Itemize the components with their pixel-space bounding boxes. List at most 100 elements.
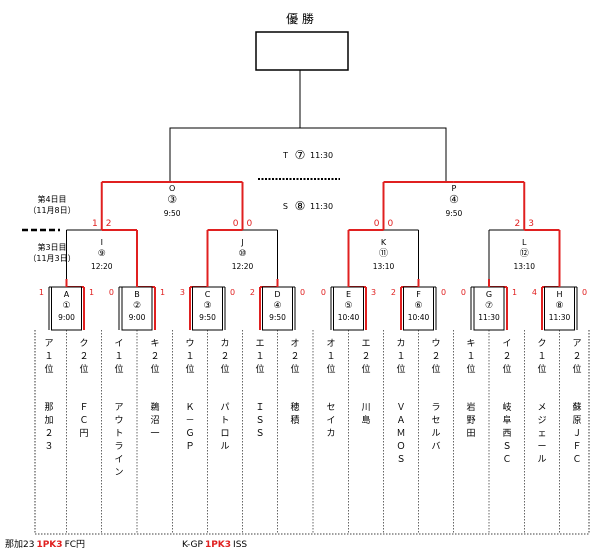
semi-score-c-O: 0 bbox=[233, 219, 239, 229]
team-seed-char: エ bbox=[255, 339, 264, 349]
team-name-char: ア bbox=[114, 403, 123, 413]
r1-num-B: ② bbox=[133, 301, 141, 311]
team-name-char: － bbox=[185, 416, 194, 426]
team-seed-char: カ bbox=[396, 338, 405, 349]
team-seed-char: １ bbox=[537, 352, 546, 362]
r1-score-right-E: 3 bbox=[371, 288, 376, 297]
team-seed-char: ウ bbox=[185, 338, 194, 349]
team-name-char: Ａ bbox=[396, 416, 405, 426]
team-seed-char: ２ bbox=[572, 352, 581, 362]
semi-id-P: P bbox=[451, 184, 456, 193]
team-seed-char: 位 bbox=[255, 363, 264, 375]
team-name-char: ラ bbox=[114, 441, 123, 452]
team-seed-char: ２ bbox=[431, 352, 440, 362]
team-name-char: 積 bbox=[290, 414, 299, 426]
r1-score-right-A: 1 bbox=[89, 288, 94, 297]
team-name-char: セ bbox=[431, 415, 440, 426]
semi-id-O: O bbox=[169, 184, 175, 193]
r1-time-B: 9:00 bbox=[129, 313, 146, 322]
team-name-char: ル bbox=[220, 442, 229, 452]
team-name-char: ト bbox=[220, 416, 229, 426]
team-seed-char: ア bbox=[44, 339, 53, 349]
team-seed-char: 位 bbox=[220, 363, 229, 375]
r1-score-right-H: 0 bbox=[582, 288, 587, 297]
team-seed-char: キ bbox=[150, 339, 159, 349]
r1-score-left-B: 0 bbox=[109, 288, 114, 297]
team-name-char: メ bbox=[537, 403, 546, 413]
semi-time-O: 9:50 bbox=[164, 209, 181, 218]
q-num-K: ⑪ bbox=[379, 248, 388, 259]
team-seed-char: １ bbox=[185, 352, 194, 362]
team-name-char: ル bbox=[431, 429, 440, 439]
champion-title: 優 勝 bbox=[286, 11, 314, 26]
team-seed-char: イ bbox=[114, 339, 123, 349]
pk-note-1-pk: 1PK3 bbox=[36, 540, 62, 550]
team-name-char: Ｐ bbox=[185, 442, 194, 452]
day3-label: 第3日目 bbox=[37, 242, 66, 252]
final-time: 11:30 bbox=[310, 151, 333, 160]
team-name-char: 島 bbox=[361, 414, 370, 426]
team-name-char: Ｆ bbox=[572, 442, 581, 452]
team-name-char: Ｓ bbox=[396, 455, 405, 465]
team-seed-char: ２ bbox=[220, 352, 229, 362]
q-time-J: 12:20 bbox=[232, 262, 254, 271]
team-seed-char: ク bbox=[79, 338, 88, 349]
team-name-char: ェ bbox=[537, 429, 546, 439]
day4-date: （11月8日） bbox=[28, 206, 75, 215]
team-seed-char: 位 bbox=[44, 363, 53, 375]
team-name-char: Ｊ bbox=[572, 429, 581, 439]
team-seed-char: エ bbox=[361, 339, 370, 349]
third-num: ⑧ bbox=[295, 199, 306, 213]
semi-score-d-P: 3 bbox=[528, 219, 534, 229]
semi-num-O: ③ bbox=[167, 193, 177, 206]
team-name-char: 蘇 bbox=[572, 401, 581, 413]
team-name-char: ウ bbox=[114, 415, 123, 426]
team-name-char: ３ bbox=[44, 442, 53, 452]
r1-score-left-F: 2 bbox=[391, 288, 396, 297]
r1-time-G: 11:30 bbox=[478, 313, 500, 322]
team-name-char: Ｖ bbox=[396, 403, 405, 413]
team-name-char: 円 bbox=[79, 428, 88, 439]
team-seed-char: ２ bbox=[361, 352, 370, 362]
team-name-char: 阜 bbox=[502, 414, 511, 426]
r1-id-E: E bbox=[346, 290, 351, 299]
team-seed-char: 位 bbox=[290, 363, 299, 375]
team-name-char: ２ bbox=[44, 429, 53, 439]
team-name-char: 西 bbox=[502, 428, 511, 439]
team-name-char: 野 bbox=[466, 415, 475, 426]
team-seed-char: キ bbox=[466, 339, 475, 349]
final-label: T bbox=[282, 151, 288, 160]
team-seed-char: オ bbox=[326, 338, 335, 349]
final-num: ⑦ bbox=[295, 148, 306, 162]
r1-score-left-D: 2 bbox=[250, 288, 255, 297]
pk-note-2-pk: 1PK3 bbox=[205, 540, 231, 550]
team-name-char: セ bbox=[326, 402, 335, 413]
team-seed-char: １ bbox=[396, 352, 405, 362]
r1-score-left-E: 0 bbox=[321, 288, 326, 297]
team-name-char: パ bbox=[220, 402, 229, 413]
team-name-char: Ｃ bbox=[502, 455, 511, 465]
r1-time-A: 9:00 bbox=[58, 313, 75, 322]
team-name-char: Ｓ bbox=[255, 429, 264, 439]
team-seed-char: 位 bbox=[185, 363, 194, 375]
team-name-char: 岩 bbox=[466, 401, 475, 413]
team-name-char: ロ bbox=[220, 429, 229, 439]
team-seed-char: 位 bbox=[396, 363, 405, 375]
team-name-char: Ｋ bbox=[185, 403, 194, 413]
semi-score-a-P: 0 bbox=[374, 219, 380, 229]
team-name-char: Ｉ bbox=[255, 403, 264, 413]
r1-id-D: D bbox=[274, 290, 280, 299]
team-seed-char: 位 bbox=[79, 363, 88, 375]
r1-time-F: 10:40 bbox=[408, 313, 430, 322]
